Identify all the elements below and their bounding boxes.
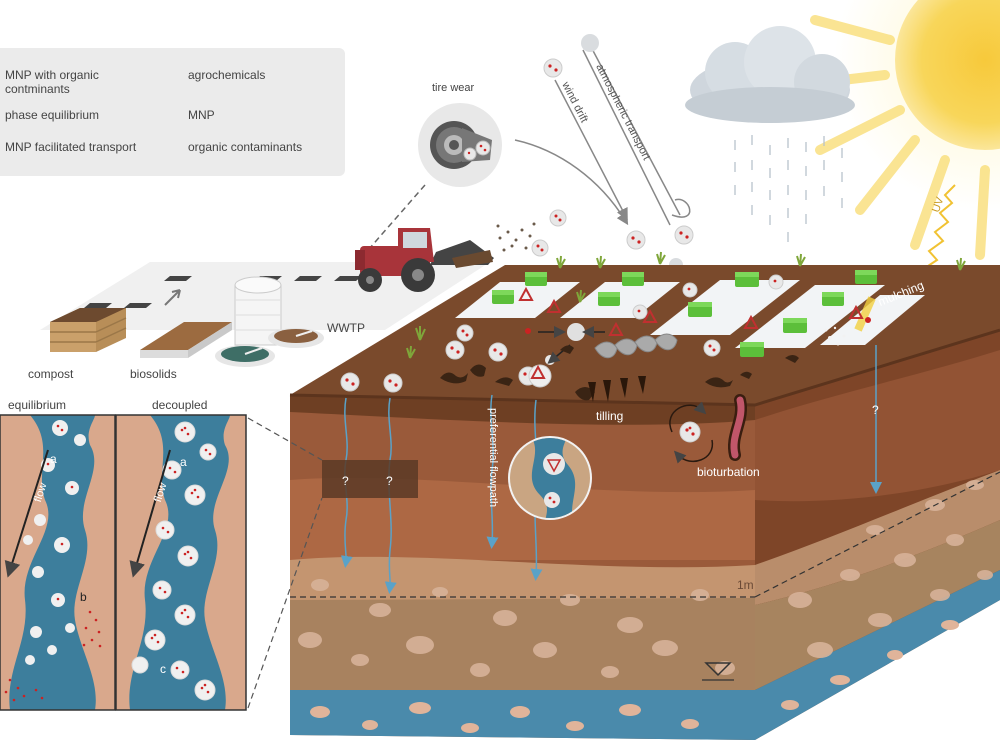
cloud-icon — [685, 26, 855, 123]
mnp-particle — [581, 34, 599, 52]
contaminant-dot — [525, 328, 531, 334]
inset-label-c: c — [160, 662, 166, 676]
tire-icon — [418, 103, 502, 187]
inset-equilibrium — [0, 415, 115, 710]
unknown-marker-1: ? — [342, 474, 349, 488]
inset-label-b: b — [80, 590, 87, 604]
legend-agrochemicals: agrochemicals — [188, 68, 265, 82]
legend-organic-contaminants: organic contaminants — [188, 140, 302, 154]
legend-mnp: MNP — [188, 108, 215, 122]
tractor-icon — [355, 228, 494, 292]
pore-zoom-box — [322, 460, 418, 498]
label-compost: compost — [28, 367, 73, 381]
inset-title-decoupled: decoupled — [152, 398, 207, 412]
sun-icon — [800, 0, 1000, 255]
unknown-marker-3: ? — [872, 403, 879, 417]
label-preferential-flowpath: preferential flowpath — [487, 408, 499, 507]
label-tire-wear: tire wear — [432, 82, 474, 94]
legend-phase-equilibrium: phase equilibrium — [5, 108, 99, 122]
unknown-marker-2: ? — [386, 474, 393, 488]
label-tilling: tilling — [596, 409, 623, 423]
bioturbation-particle — [680, 422, 700, 442]
compost-bin-icon — [50, 308, 126, 352]
inset-label-a-2: a — [180, 455, 187, 469]
legend-mnp-organic: MNP with organic contminants — [5, 68, 145, 96]
label-bioturbation: bioturbation — [697, 465, 760, 479]
label-wwtp: WWTP — [327, 321, 365, 335]
inset-title-equilibrium: equilibrium — [8, 398, 66, 412]
inset-label-a-1: a — [50, 452, 57, 466]
legend-mnp-transport: MNP facilitated transport — [5, 140, 136, 154]
label-depth: 1m — [737, 578, 754, 592]
label-biosolids: biosolids — [130, 367, 177, 381]
earthworm-icon — [734, 400, 741, 455]
spray-dots — [497, 223, 536, 252]
